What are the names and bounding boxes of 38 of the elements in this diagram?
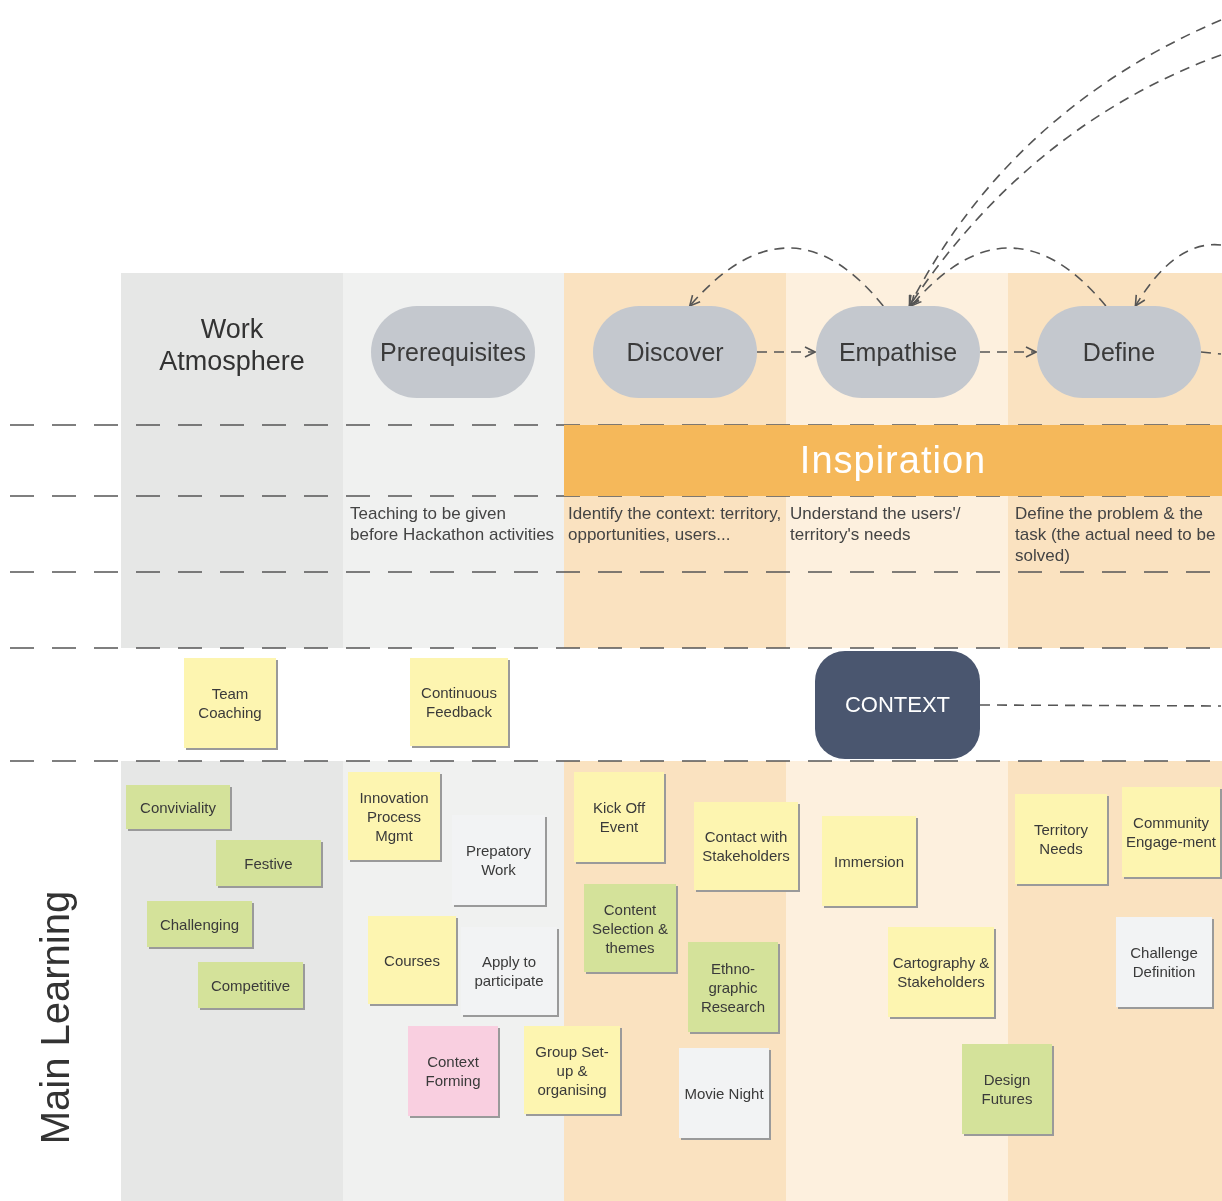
sticky-note: Prepatory Work — [452, 815, 545, 905]
dashed-line — [1200, 351, 1222, 355]
dashed-arrow — [1134, 243, 1222, 307]
sticky-note: Territory Needs — [1015, 794, 1107, 884]
sticky-note: Courses — [368, 916, 456, 1004]
sticky-note: Context Forming — [408, 1026, 498, 1116]
row-heading: Main Learning — [32, 889, 78, 1147]
sticky-note: Apply to participate — [461, 927, 557, 1015]
sticky-note: Group Set-up & organising — [524, 1026, 620, 1114]
dashed-arrow — [688, 247, 885, 307]
sticky-note: Festive — [216, 840, 321, 886]
sticky-note: Innovation Process Mgmt — [348, 772, 440, 860]
dashed-arrow — [910, 247, 1107, 307]
dashed-line — [979, 704, 1222, 707]
description-text: Teaching to be given before Hackathon activities — [350, 503, 555, 545]
context-box: CONTEXT — [815, 651, 980, 759]
sticky-note: Contact with Stakeholders — [694, 802, 798, 890]
sticky-note: Cartography & Stakeholders — [888, 927, 994, 1017]
description-text: Define the problem & the task (the actual need to be solved) — [1015, 503, 1217, 566]
dashed-arrow — [979, 346, 1037, 358]
dashed-arrow — [756, 346, 816, 358]
sticky-note: Conviviality — [126, 785, 230, 829]
description-text: Understand the users'/ territory's needs — [790, 503, 962, 545]
sticky-note: Movie Night — [679, 1048, 769, 1138]
sticky-note: Continuous Feedback — [410, 658, 508, 746]
description-text: Identify the context: territory, opportunities, users... — [568, 503, 783, 545]
phase-band: Inspiration — [564, 425, 1222, 496]
sticky-note: Kick Off Event — [574, 772, 664, 862]
sticky-note: Community Engage-ment — [1122, 787, 1220, 877]
column-heading: Work Atmosphere — [158, 313, 306, 377]
sticky-note: Team Coaching — [184, 658, 276, 748]
sticky-note: Challenging — [147, 901, 252, 947]
sticky-note: Content Selection & themes — [584, 884, 676, 972]
sticky-note: Ethno-graphic Research — [688, 942, 778, 1032]
sticky-note: Immersion — [822, 816, 916, 906]
sticky-note: Design Futures — [962, 1044, 1052, 1134]
sticky-note: Challenge Definition — [1116, 917, 1212, 1007]
sticky-note: Competitive — [198, 962, 303, 1008]
